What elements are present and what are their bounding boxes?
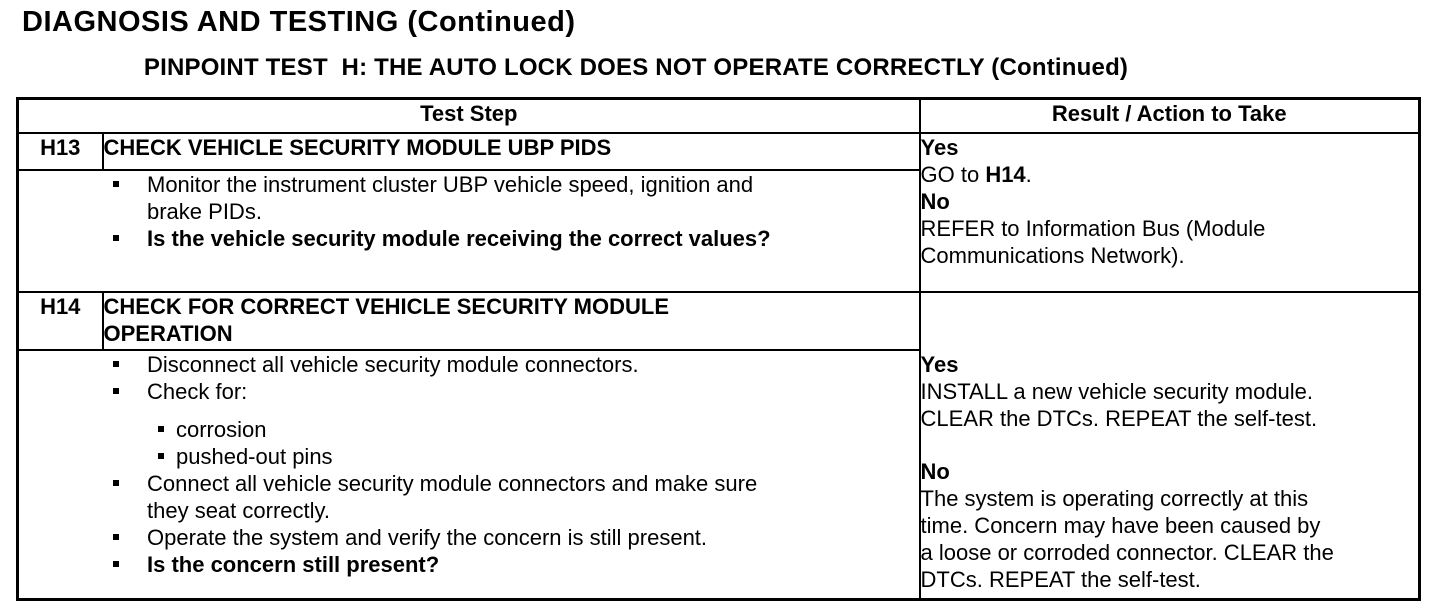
page-title: DIAGNOSIS AND TESTING (Continued): [22, 6, 576, 38]
header-result-action: Result / Action to Take: [918, 97, 1421, 134]
bullet-text: corrosion: [176, 416, 266, 443]
step-h14-title-row: H14 CHECK FOR CORRECT VEHICLE SECURITY M…: [16, 291, 1421, 601]
result-action-line: CLEAR the DTCs. REPEAT the self-test.: [920, 406, 1318, 431]
bullet-line: corrosion: [176, 417, 267, 442]
bullet-icon: [158, 443, 176, 459]
test-step-detail-h13: Monitor the instrument cluster UBP vehic…: [16, 169, 921, 293]
result-action-line: INSTALL a new vehicle security module.: [920, 379, 1314, 404]
bullet-line: Is the vehicle security module receiving…: [147, 226, 771, 251]
bullet-item: Is the vehicle security module receiving…: [19, 225, 919, 252]
bullet-item-sub: corrosion: [19, 416, 919, 443]
bullet-line: Connect all vehicle security module conn…: [147, 471, 758, 496]
step-h13-title-row: H13 CHECK VEHICLE SECURITY MODULE UBP PI…: [16, 132, 1421, 293]
bullet-icon: [113, 171, 147, 187]
step-h14-bullets-row: Disconnect all vehicle security module c…: [16, 349, 1420, 601]
result-action-text: .: [1025, 162, 1032, 187]
result-no-label: No: [920, 459, 950, 484]
bullet-item-sub: pushed-out pins: [19, 443, 919, 470]
bullet-text: Monitor the instrument cluster UBP vehic…: [147, 171, 753, 225]
result-action-line: The system is operating correctly at thi…: [920, 486, 1309, 511]
bullet-line: Check for:: [147, 379, 248, 404]
result-no-label: No: [920, 189, 950, 214]
bullet-line: Monitor the instrument cluster UBP vehic…: [147, 172, 754, 197]
bullet-item: Operate the system and verify the concer…: [19, 524, 919, 551]
step-title-h13: CHECK VEHICLE SECURITY MODULE UBP PIDS: [101, 132, 921, 171]
result-action-line: DTCs. REPEAT the self-test.: [920, 567, 1201, 592]
bullet-item: Disconnect all vehicle security module c…: [19, 351, 919, 378]
bullet-item: Check for:: [19, 378, 919, 405]
step-title-line: OPERATION: [103, 321, 233, 346]
test-step-detail-h14: Disconnect all vehicle security module c…: [16, 349, 921, 601]
bullet-line: brake PIDs.: [147, 199, 262, 224]
bullet-text: Operate the system and verify the concer…: [147, 524, 707, 551]
step-title-line: CHECK FOR CORRECT VEHICLE SECURITY MODUL…: [103, 294, 670, 319]
result-action-ref: H14: [985, 162, 1026, 187]
bullet-line: Is the concern still present?: [147, 552, 440, 577]
bullet-icon: [113, 378, 147, 394]
step-title-line: CHECK VEHICLE SECURITY MODULE UBP PIDS: [103, 135, 612, 160]
bullet-item: Is the concern still present?: [19, 551, 919, 578]
result-yes-label: Yes: [920, 135, 959, 160]
bullet-text: pushed-out pins: [176, 443, 333, 470]
result-yes-label: Yes: [920, 352, 959, 377]
result-action-line: Communications Network).: [920, 243, 1185, 268]
bullet-text: Is the concern still present?: [147, 551, 439, 578]
result-cell-h14: Yes INSTALL a new vehicle security modul…: [918, 291, 1421, 601]
header-test-step: Test Step: [16, 97, 921, 134]
bullet-item: Monitor the instrument cluster UBP vehic…: [19, 171, 919, 225]
bullet-icon: [113, 524, 147, 540]
bullet-icon: [113, 551, 147, 567]
bullet-icon: [113, 351, 147, 367]
pinpoint-test-table: Test Step Result / Action to Take H13 CH…: [16, 97, 1422, 601]
bullet-line: they seat correctly.: [147, 498, 330, 523]
bullet-line: pushed-out pins: [176, 444, 333, 469]
bullet-line: Disconnect all vehicle security module c…: [147, 352, 639, 377]
result-action-text: GO to: [920, 162, 986, 187]
bullet-text: Disconnect all vehicle security module c…: [147, 351, 639, 378]
bullet-text: Check for:: [147, 378, 247, 405]
result-action-line: a loose or corroded connector. CLEAR the: [920, 540, 1334, 565]
step-id-h14: H14: [16, 291, 104, 351]
result-cell-h13: Yes GO to H14. No REFER to Information B…: [918, 132, 1421, 293]
table-header-row: Test Step Result / Action to Take: [16, 97, 1421, 134]
step-title-h14: CHECK FOR CORRECT VEHICLE SECURITY MODUL…: [101, 291, 921, 351]
bullet-icon: [158, 416, 176, 432]
step-id-h13: H13: [16, 132, 104, 171]
bullet-item: Connect all vehicle security module conn…: [19, 470, 919, 524]
bullet-icon: [113, 225, 147, 241]
result-action-line: REFER to Information Bus (Module: [920, 216, 1266, 241]
page-subtitle: PINPOINT TEST H: THE AUTO LOCK DOES NOT …: [143, 54, 1129, 81]
bullet-text: Connect all vehicle security module conn…: [147, 470, 757, 524]
bullet-icon: [113, 470, 147, 486]
bullet-line: Operate the system and verify the concer…: [147, 525, 708, 550]
result-action-line: time. Concern may have been caused by: [920, 513, 1321, 538]
result-action-line: GO to H14.: [921, 161, 1419, 188]
step-h13-bullets-row: Monitor the instrument cluster UBP vehic…: [16, 169, 1420, 293]
bullet-text: Is the vehicle security module receiving…: [147, 225, 771, 252]
